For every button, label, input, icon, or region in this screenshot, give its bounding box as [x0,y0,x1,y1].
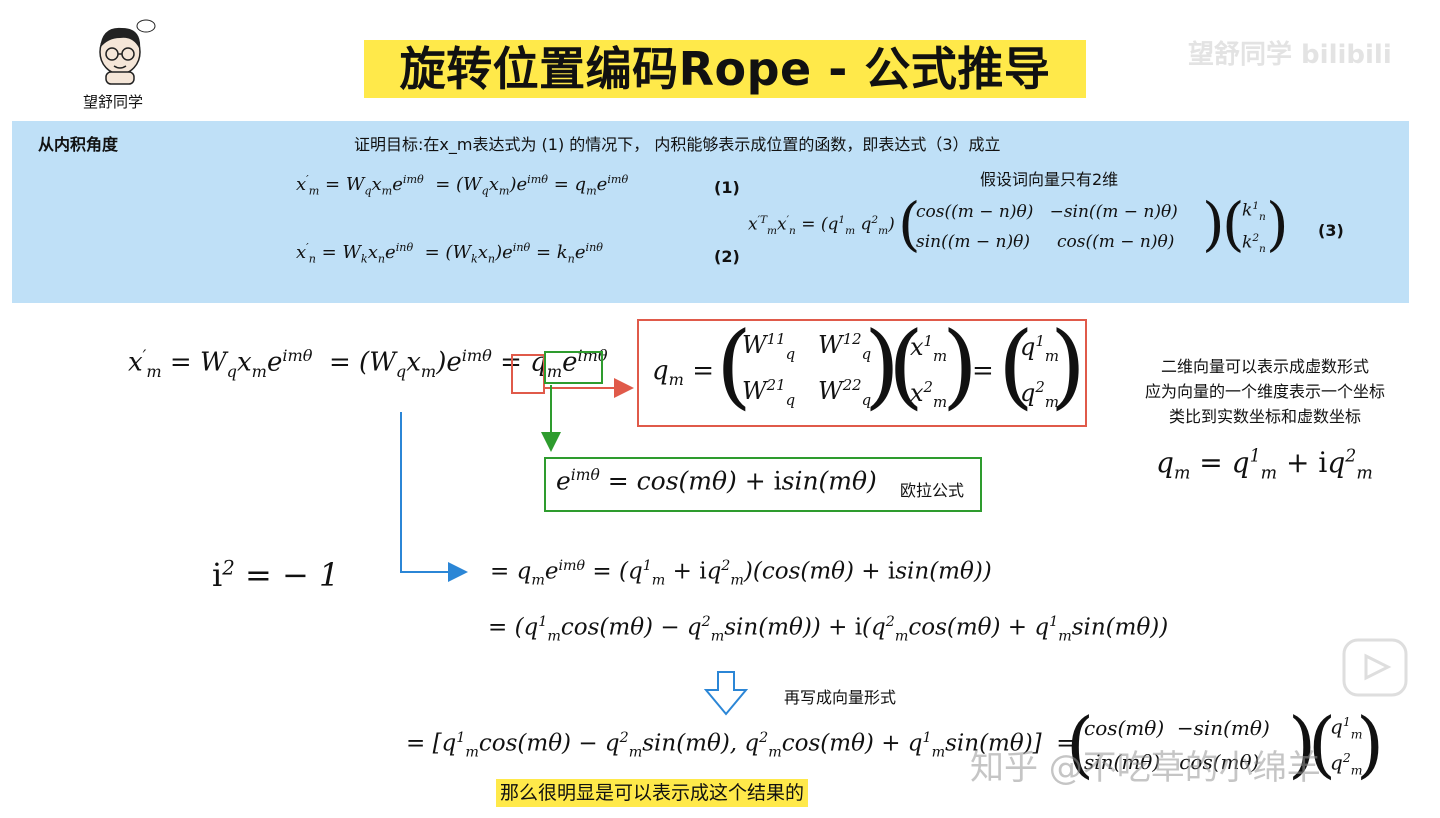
complex-note-line-1: 二维向量可以表示成虚数形式 [1160,357,1369,376]
down-arrow-icon [703,671,749,716]
play-button-icon [1342,638,1408,697]
complex-note-line-2: 应为向量的一个维度表示一个坐标 [1144,382,1385,401]
section-label: 从内积角度 [38,135,119,154]
equation-2-label: (2) [714,247,740,266]
euler-formula: eimθ = cos(mθ) + isin(mθ) [556,466,877,496]
derivation-goal-panel [12,121,1409,303]
i-squared-equation: i2 = − 1 [212,556,340,594]
page-title: 旋转位置编码Rope - 公式推导 [364,40,1086,98]
assume-text: 假设词向量只有2维 [980,170,1119,189]
exp-highlight-box [544,351,603,384]
equation-2: x′n = Wkxneinθ = (Wkxn)einθ = kneinθ [296,241,603,266]
bilibili-watermark: 望舒同学 bilibili [1188,40,1392,70]
qm-matrix-box [637,319,1087,427]
qm-matrix-equation: qm = ( W11q W12q W21q W22q ) ( x1m x2m )… [652,312,1086,419]
rewrite-label: 再写成向量形式 [784,688,897,707]
vector-form-equation: = [q1mcos(mθ) − q2msin(mθ), q2mcos(mθ) +… [406,730,1076,761]
zhihu-watermark: 知乎 @不吃草的小绵羊 [970,748,1321,788]
euler-formula-box [544,457,982,512]
goal-text: 证明目标:在x_m表达式为 (1) 的情况下， 内积能够表示成位置的函数，即表达… [354,135,1001,154]
vector-form-matrix: ( cos(mθ) −sin(mθ) sin(mθ) cos(mθ) ) ( q… [1066,702,1385,786]
equation-1: x′m = Wqxmeimθ = (Wqxm)eimθ = qmeimθ [296,173,629,198]
complex-form-equation: qm = q1m + iq2m [1156,446,1373,484]
author-name: 望舒同学 [83,93,144,111]
equation-1-label: (1) [714,178,740,197]
complex-note: 二维向量可以表示成虚数形式 应为向量的一个维度表示一个坐标 类比到实数坐标和虚数… [1120,354,1410,429]
expansion-line-1: = qmeimθ = (q1m + iq2m)(cos(mθ) + isin(m… [490,558,992,589]
main-equation: x′m = Wqxmeimθ = (Wqxm)eimθ = qmeimθ [128,346,608,381]
author-avatar [88,18,158,88]
euler-label: 欧拉公式 [900,481,965,500]
blue-arrow [400,412,468,582]
equation-3-label: (3) [1318,221,1344,240]
complex-note-line-3: 类比到实数坐标和虚数坐标 [1168,407,1361,426]
subtitle-caption: 那么很明显是可以表示成这个结果的 [496,779,809,807]
equation-3: x′Tmx′n = (q1m q2m) ( cos((m − n)θ) −sin… [748,190,1289,258]
expansion-line-2: = (q1mcos(mθ) − q2msin(mθ)) + i(q2mcos(m… [488,614,1169,645]
